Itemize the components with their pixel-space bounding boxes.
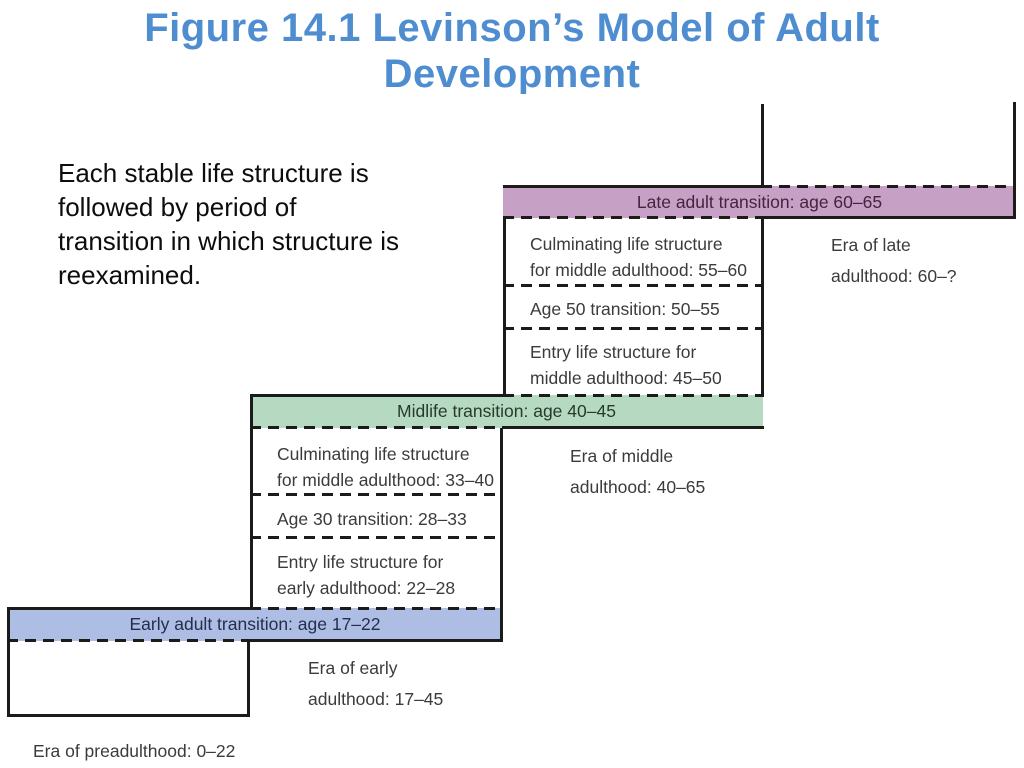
stack-cell-age-30-transition: Age 30 transition: 28–33 [277,509,467,529]
early-bar-top-solid [7,607,253,610]
preadulthood-bottom-border [7,714,250,717]
middle-stack-left-border [503,219,506,397]
slide-title: Figure 14.1 Levinson’s Model of Adult De… [0,0,1024,94]
era-late-right-edge-line [1013,102,1016,219]
late-bar-bottom-dashed [503,216,764,219]
midlife-transition-bar: Midlife transition: age 40–45 [250,395,763,428]
midlife-transition-label: Midlife transition: age 40–45 [397,401,616,421]
midlife-bar-top-dashed [503,394,763,397]
era-label-early: Era of early adulthood: 17–45 [308,658,444,709]
early-stack-divider-2 [250,536,503,539]
stack-cell-culminating-middle-55-60: Culminating life structure for middle ad… [530,234,747,280]
stack-cell-entry-early-22-28: Entry life structure for early adulthood… [277,552,456,598]
preadulthood-right-border [247,641,250,717]
slide-title-text: Figure 14.1 Levinson’s Model of Adult De… [144,6,880,94]
early-bar-top-dashed [250,607,503,610]
preadulthood-left-border [7,608,10,717]
late-adult-transition-label: Late adult transition: age 60–65 [636,191,883,212]
early-stack-right-border [500,428,503,641]
early-stack-left-border [250,395,253,609]
stack-cell-culminating-33-40: Culminating life structure for middle ad… [277,444,494,490]
era-label-late: Era of late adulthood: 60–? [831,235,957,286]
middle-stack-divider-1 [503,284,764,287]
era-label-preadulthood: Era of preadulthood: 0–22 [33,741,236,761]
late-bar-top-solid [503,185,764,188]
midlife-bar-top-solid [250,394,506,397]
late-bar-bottom-solid [761,216,1016,219]
middle-stack-divider-2 [503,327,764,330]
era-late-left-stub-line [761,104,764,188]
early-adult-transition-bar: Early adult transition: age 17–22 [7,608,503,641]
era-label-middle: Era of middle adulthood: 40–65 [570,446,706,497]
midlife-bar-bottom-dashed [250,426,506,429]
late-bar-top-dashed [761,185,1016,188]
stack-cell-age-50-transition: Age 50 transition: 50–55 [530,299,720,319]
caption-text: Each stable life structure is followed b… [58,158,400,290]
early-bar-bottom-dashed [7,639,253,642]
midlife-bar-bottom-solid [503,426,764,429]
late-adult-transition-bar: Late adult transition: age 60–65 [503,186,1016,218]
early-bar-bottom-solid [250,639,503,642]
stack-cell-entry-middle-45-50: Entry life structure for middle adulthoo… [530,342,722,388]
middle-stack-right-border [761,219,764,397]
early-stack-divider-1 [250,493,503,496]
early-adult-transition-label: Early adult transition: age 17–22 [129,614,381,634]
